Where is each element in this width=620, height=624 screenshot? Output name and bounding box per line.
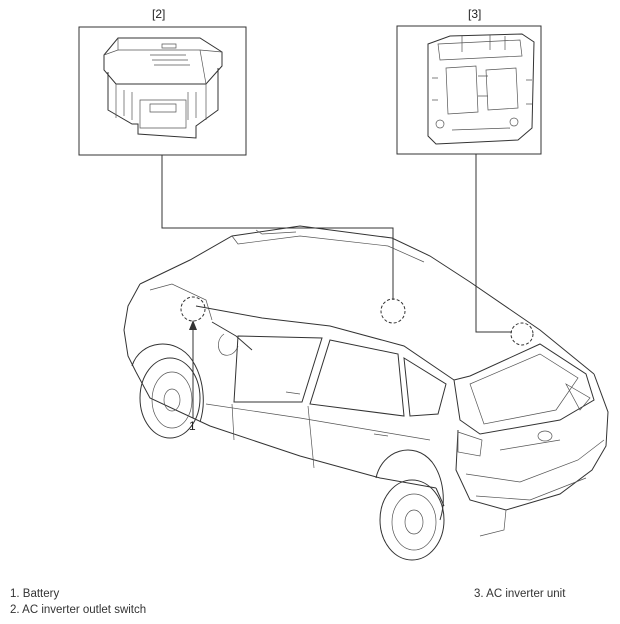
callout-number-1: 1 [189, 419, 196, 433]
callout-label-3: [3] [468, 7, 482, 21]
legend-item-battery: 1. Battery [10, 588, 60, 600]
battery-location-marker [180, 296, 206, 322]
inverter-illustration [427, 33, 535, 145]
leader-line-switch [161, 155, 394, 300]
vehicle-outline [123, 225, 609, 561]
legend-item-inverter-unit: 3. AC inverter unit [474, 588, 566, 600]
inverter-location-marker [510, 322, 534, 346]
inset-box-inverter [396, 25, 542, 155]
battery-arrowhead [189, 320, 197, 330]
switch-illustration [103, 37, 223, 139]
switch-location-marker [380, 298, 406, 324]
callout-label-2: [2] [152, 7, 166, 21]
legend-item-outlet-switch: 2. AC inverter outlet switch [10, 604, 147, 616]
leader-line-inverter [475, 154, 512, 333]
